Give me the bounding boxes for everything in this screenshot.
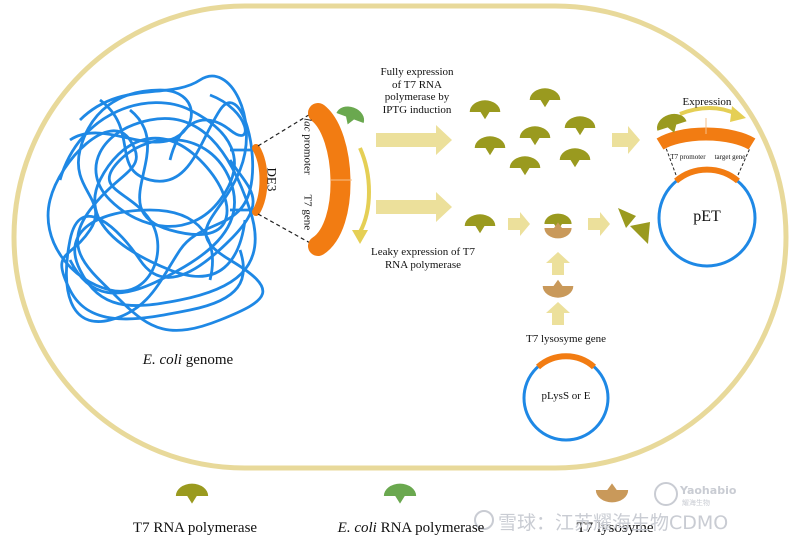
pet-orange-segment — [674, 166, 740, 184]
expression-label: Expression — [682, 96, 732, 108]
legend-ecoli-icon — [383, 483, 417, 504]
genome-label: E. coli genome — [142, 352, 234, 368]
legend-ecoli-label: E. coli RNA polymerase — [337, 520, 485, 536]
legend-lysozyme-icon — [595, 483, 629, 503]
t7-promoter-label: T7 promoter — [670, 153, 706, 161]
t7-gene-arrow — [358, 147, 371, 233]
genome-dna — [46, 74, 265, 332]
de3-segment — [252, 144, 268, 216]
watermark-logo-text: Yaohabio — [680, 484, 737, 497]
legend-lysozyme-label: T7 lysosyme — [576, 520, 654, 536]
watermark-text: 雪球：江苏耀海生物CDMO — [498, 512, 729, 534]
t7-lysozyme-complex — [544, 213, 572, 239]
lac-promoter-label: lac promoter — [301, 118, 314, 175]
dashed-line-top — [257, 112, 313, 147]
watermark-logo-sub: 耀海生物 — [682, 499, 710, 507]
de3-label: DE3 — [264, 167, 280, 192]
leaky-t7-polymerase — [464, 214, 496, 234]
legend-t7-icon — [175, 483, 209, 504]
watermark-logo-icon — [654, 482, 678, 506]
chat-bubble-icon — [474, 510, 494, 530]
free-lysozyme — [542, 279, 574, 298]
flow-arrows — [376, 125, 640, 325]
cell-outline — [11, 3, 789, 471]
target-gene-label: target gene — [714, 153, 746, 161]
plyss-label: pLysS or E — [541, 390, 591, 402]
expression-arrow — [679, 106, 737, 116]
pet-enlarged-segment — [656, 127, 756, 150]
plyss-orange-segment — [536, 353, 596, 370]
fully-expression-label: Fully expression of T7 RNA polymerase by… — [380, 66, 454, 116]
legend-t7-label: T7 RNA polymerase — [132, 520, 258, 536]
t7-gene-arrowhead — [352, 230, 368, 244]
dashed-line-bottom — [257, 213, 313, 245]
broken-t7-polymerase — [618, 208, 650, 244]
lysozyme-gene-label: T7 lysosyme gene — [525, 333, 607, 345]
pet-label: pET — [693, 208, 721, 225]
t7-gene-label: T7 gene — [301, 194, 314, 231]
t7-polymerase-cluster — [469, 88, 596, 176]
leaky-expression-label: Leaky expression of T7 RNA polymerase — [371, 246, 475, 271]
